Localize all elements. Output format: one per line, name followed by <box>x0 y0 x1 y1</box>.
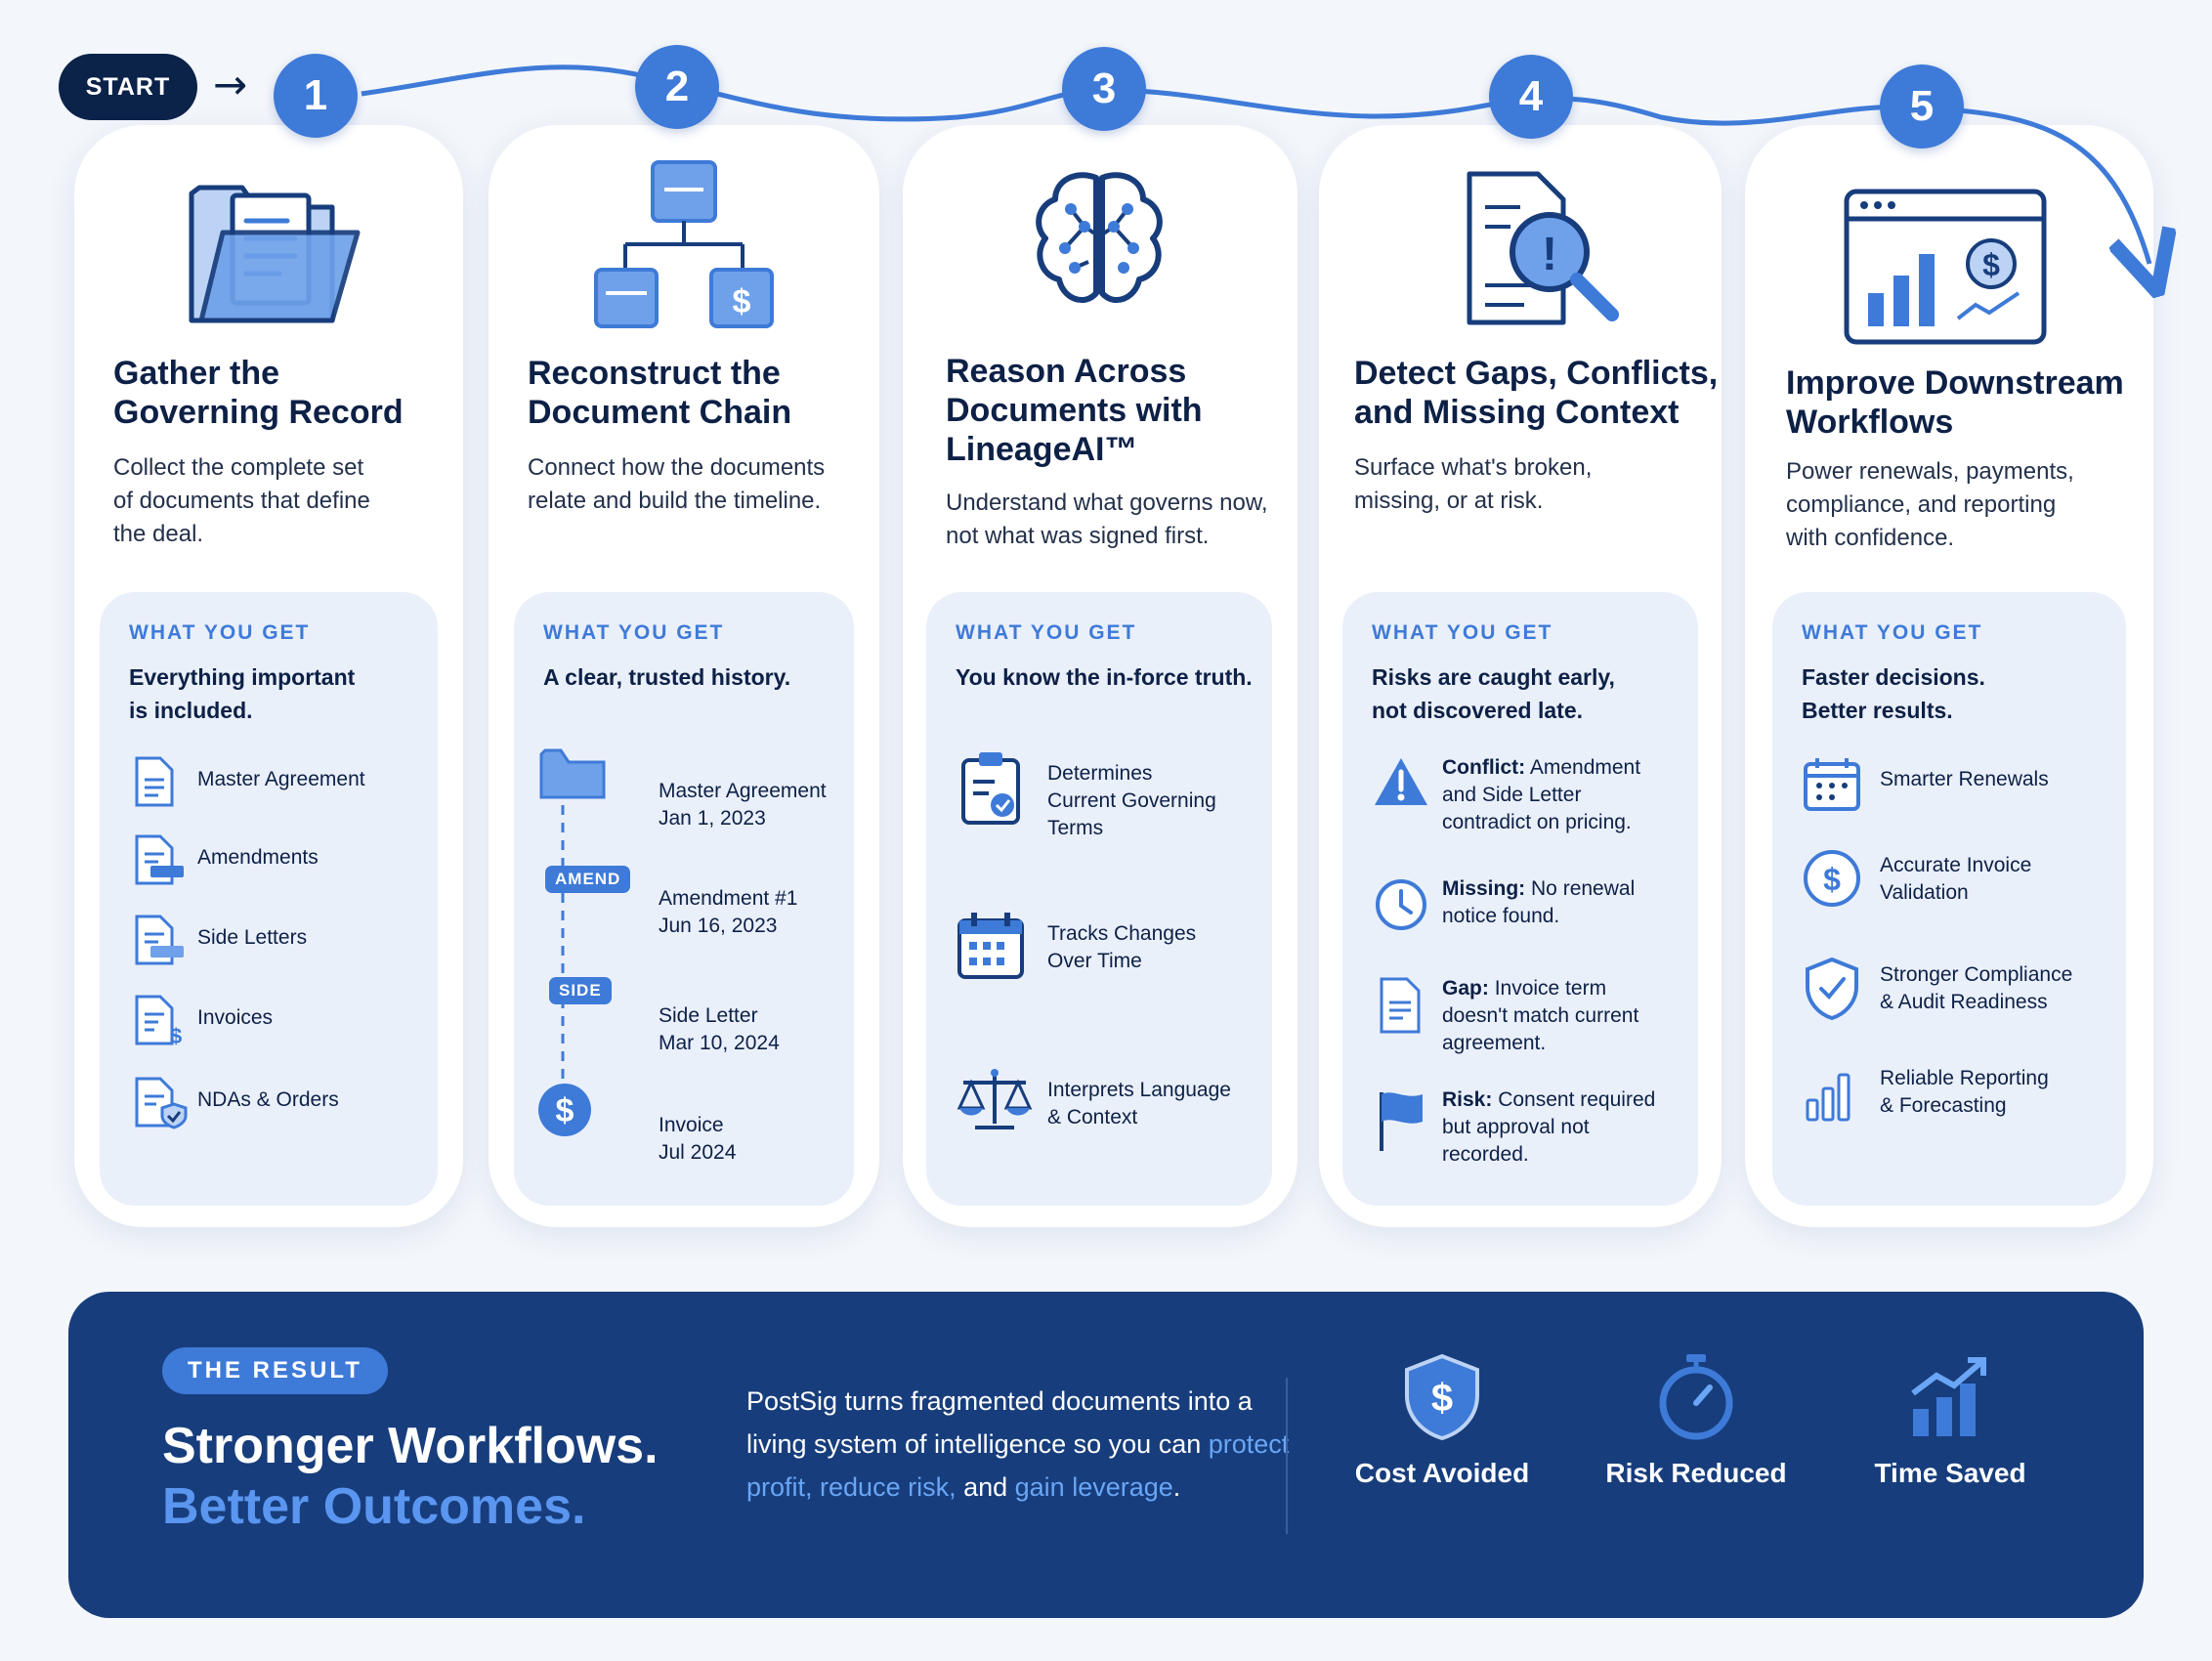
result-description: PostSig turns fragmented documents into … <box>746 1386 1290 1502</box>
document-magnifier-alert-icon: ! <box>1467 171 1619 325</box>
list-item: Reliable Reporting & Forecasting <box>1802 1061 2049 1124</box>
brain-network-icon <box>1036 172 1163 303</box>
result-headline-2: Better Outcomes. <box>162 1478 586 1535</box>
invoice-document-icon: $ <box>135 995 182 1047</box>
step-2-number: 2 <box>635 45 719 129</box>
step-1-description: Collect the complete set of documents th… <box>113 454 370 547</box>
svg-text:!: ! <box>1542 229 1557 280</box>
shield-dollar-icon: $ <box>1405 1353 1479 1441</box>
what-you-get-label: WHAT YOU GET <box>129 621 311 644</box>
list-item: Stronger Compliance & Audit Readiness <box>1802 956 2072 1022</box>
what-you-get-label: WHAT YOU GET <box>1802 621 1983 644</box>
list-item: Smarter Renewals <box>1802 754 2049 813</box>
what-you-get-heading: Everything important is included. <box>129 664 356 723</box>
side-letter-document-icon <box>135 915 184 965</box>
svg-text:$: $ <box>733 283 751 320</box>
document-hierarchy-icon: $ <box>594 160 774 328</box>
clock-icon <box>1376 879 1426 930</box>
what-you-get-box-1: WHAT YOU GET Everything important is inc… <box>100 592 438 1206</box>
browser-chart-icon: $ <box>1844 189 2047 345</box>
what-you-get-heading: Risks are caught early, not discovered l… <box>1372 664 1615 723</box>
metric-cost-avoided: $ Cost Avoided <box>1325 1350 1559 1489</box>
step-2-title: Reconstruct the Document Chain <box>528 355 792 431</box>
growth-chart-icon <box>1911 1357 1986 1436</box>
side-chip: SIDE <box>549 977 612 1004</box>
document-icon <box>1380 977 1421 1034</box>
what-you-get-box-5: WHAT YOU GET Faster decisions. Better re… <box>1772 592 2126 1206</box>
list-item: $ Invoices <box>129 993 273 1047</box>
right-arrow-icon: → <box>213 61 248 108</box>
what-you-get-box-2: WHAT YOU GET A clear, trusted history. M… <box>514 592 854 1206</box>
start-pill: START <box>59 54 197 120</box>
list-item: Amendments <box>129 832 319 887</box>
result-headline-1: Stronger Workflows. <box>162 1418 659 1474</box>
list-item: NDAs & Orders <box>129 1075 339 1129</box>
nda-shield-document-icon <box>135 1077 188 1129</box>
calendar-icon <box>1804 758 1860 811</box>
step-5-title: Improve Downstream Workflows <box>1786 364 2124 441</box>
list-item: Conflict: Amendment and Side Letter cont… <box>1372 754 1640 836</box>
list-item: Side Letters <box>129 913 307 967</box>
bar-chart-icon <box>1806 1073 1850 1122</box>
step-1-number: 1 <box>274 54 358 138</box>
step-1-title: Gather the Governing Record <box>113 355 404 431</box>
svg-text:$: $ <box>170 1024 182 1047</box>
amendment-document-icon <box>135 834 184 885</box>
flag-icon <box>1380 1092 1423 1151</box>
what-you-get-label: WHAT YOU GET <box>956 621 1137 644</box>
calendar-icon <box>957 913 1024 979</box>
amend-chip: AMEND <box>545 866 631 893</box>
clipboard-check-icon <box>961 752 1020 825</box>
dollar-coin-icon: $ <box>538 1084 591 1136</box>
what-you-get-box-3: WHAT YOU GET You know the in-force truth… <box>926 592 1272 1206</box>
step-3-description: Understand what governs now, not what wa… <box>946 490 1268 549</box>
result-panel: THE RESULT Stronger Workflows. Better Ou… <box>68 1292 2144 1618</box>
list-item: Risk: Consent required but approval not … <box>1372 1086 1655 1169</box>
result-badge: THE RESULT <box>162 1347 388 1394</box>
svg-text:$: $ <box>1982 247 2000 282</box>
step-4-description: Surface what's broken, missing, or at ri… <box>1354 454 1593 514</box>
what-you-get-label: WHAT YOU GET <box>1372 621 1553 644</box>
folder-documents-icon <box>189 185 361 323</box>
folder-icon <box>539 748 606 799</box>
list-item: Tracks Changes Over Time <box>956 911 1196 981</box>
step-5-number: 5 <box>1880 64 1964 149</box>
scales-icon <box>957 1069 1033 1129</box>
step-3-number: 3 <box>1062 47 1146 131</box>
list-item: Gap: Invoice term doesn't match current … <box>1372 975 1638 1057</box>
what-you-get-box-4: WHAT YOU GET Risks are caught early, not… <box>1342 592 1698 1206</box>
metric-time-saved: Time Saved <box>1833 1350 2067 1489</box>
step-4-title: Detect Gaps, Conflicts, and Missing Cont… <box>1354 355 1719 431</box>
svg-text:$: $ <box>1823 862 1841 897</box>
document-icon <box>135 756 174 807</box>
what-you-get-label: WHAT YOU GET <box>543 621 725 644</box>
list-item: $ Accurate Invoice Validation <box>1802 848 2031 909</box>
result-divider <box>1286 1378 1288 1534</box>
warning-triangle-icon <box>1375 758 1427 805</box>
what-you-get-heading: You know the in-force truth. <box>956 664 1253 690</box>
shield-check-icon <box>1806 957 1858 1021</box>
step-2-description: Connect how the documents relate and bui… <box>528 454 826 514</box>
step-5-description: Power renewals, payments, compliance, an… <box>1786 458 2074 551</box>
what-you-get-heading: A clear, trusted history. <box>543 664 791 690</box>
stopwatch-icon <box>1659 1354 1733 1440</box>
timeline-connector <box>561 788 565 1139</box>
step-4-number: 4 <box>1489 55 1573 139</box>
list-item: Master Agreement <box>129 754 365 809</box>
list-item: Interprets Language & Context <box>956 1065 1231 1133</box>
list-item: Missing: No renewal notice found. <box>1372 875 1635 934</box>
list-item: Determines Current Governing Terms <box>956 748 1216 842</box>
svg-text:$: $ <box>1431 1377 1453 1420</box>
metric-risk-reduced: Risk Reduced <box>1579 1350 1813 1489</box>
dollar-coin-icon: $ <box>1804 850 1860 907</box>
what-you-get-heading: Faster decisions. Better results. <box>1802 664 1985 723</box>
step-3-title: Reason Across Documents with LineageAI™ <box>946 353 1203 468</box>
svg-text:$: $ <box>556 1092 574 1129</box>
